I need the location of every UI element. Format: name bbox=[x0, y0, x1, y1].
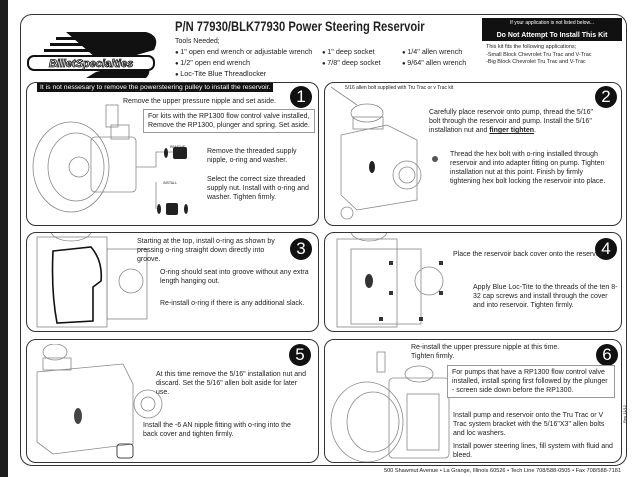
tool-item: Loc-Tite Blue Threadlocker bbox=[175, 69, 266, 78]
reservoir-nipple-illustration bbox=[36, 344, 163, 459]
step-number-badge: 3 bbox=[290, 238, 312, 260]
step-5-panel: 5 At this time remove the 5/16" installa… bbox=[26, 339, 319, 463]
step-3-text: Re-install o-ring if there is any additi… bbox=[160, 300, 305, 307]
tools-needed-label: Tools Needed; bbox=[175, 38, 220, 45]
tool-item: 1" open end wrench or adjustable wrench bbox=[175, 47, 312, 56]
fits-applications: This kit fits the following applications… bbox=[486, 44, 626, 66]
finger-tighten-emphasis: finger tighten bbox=[489, 127, 535, 134]
step-3-text: O-ring should seat into groove without a… bbox=[160, 269, 309, 285]
left-edge-bar bbox=[0, 0, 8, 477]
step-1-panel: It is not nessesary to remove the powers… bbox=[26, 82, 319, 226]
step-5-text: At this time remove the 5/16" installati… bbox=[156, 371, 306, 396]
oring-illustration bbox=[36, 233, 148, 328]
reservoir-illustration bbox=[330, 86, 438, 220]
step-6-text: Install pump and reservoir onto the Tru … bbox=[453, 412, 605, 437]
install-label: INSTALL bbox=[163, 181, 177, 185]
step-number-badge: 5 bbox=[289, 344, 311, 366]
footer-contact: 500 Shawmut Avenue • La Grange, Illinois… bbox=[383, 468, 621, 474]
instruction-sheet-border bbox=[20, 14, 627, 466]
step-4-text: Place the reservoir back cover onto the … bbox=[453, 251, 606, 258]
step-number-badge: 4 bbox=[595, 238, 617, 260]
step-number-badge: 2 bbox=[595, 86, 617, 108]
step-6-panel: 6 Re-install the upper pressure nipple a… bbox=[324, 339, 622, 463]
step-1-banner: It is not nessesary to remove the powers… bbox=[37, 83, 274, 92]
fits-item: -Big Block Chevrolet Tru Trac and V-Trac bbox=[486, 59, 586, 65]
step-4-text: Apply Blue Loc-Tite to the threads of th… bbox=[473, 284, 618, 309]
svg-text:BilletSpecialties: BilletSpecialties bbox=[49, 58, 133, 70]
step-2-panel: 2 5/16 allen bolt supplied with Tru Trac… bbox=[324, 82, 622, 226]
step-1-rp1300-note: For kits with the RP1300 flow control va… bbox=[143, 109, 315, 133]
step-3-text: Starting at the top, install o-ring as s… bbox=[137, 238, 275, 263]
step-6-text: Re-install the upper pressure nipple at … bbox=[411, 344, 560, 360]
tool-item: 7/8" deep socket bbox=[322, 58, 380, 67]
step-number-badge: 6 bbox=[596, 344, 618, 366]
pump-illustration bbox=[32, 104, 188, 215]
revision-label: Rev 11/12 bbox=[622, 405, 627, 423]
tool-item: 1" deep socket bbox=[322, 47, 374, 56]
step-4-panel: 4 Place the reservoir back cover onto th… bbox=[324, 232, 622, 332]
step-1-text: Remove the threaded supply nipple, o-rin… bbox=[207, 148, 297, 164]
step-5-text: Install the -6 AN nipple fitting with o-… bbox=[143, 422, 291, 438]
step-6-rp1300-note: For pumps that have a RP1300 flow contro… bbox=[447, 365, 615, 398]
warning-small-text: If your application is not listed below.… bbox=[510, 20, 594, 26]
remove-label: REMOVE bbox=[170, 145, 186, 149]
step-2-bolt-note: 5/16 allen bolt supplied with Tru Trac o… bbox=[345, 85, 454, 91]
pump-reservoir-assembly-illustration bbox=[330, 351, 450, 462]
billet-specialties-logo: BilletSpecialties bbox=[27, 32, 157, 78]
warning-box: If your application is not listed below.… bbox=[482, 18, 622, 30]
tool-item: 1/2" open end wrench bbox=[175, 58, 250, 67]
tool-item: 9/64" allen wrench bbox=[402, 58, 466, 67]
tool-item: 1/4" allen wrench bbox=[402, 47, 462, 56]
warning-bold-text: Do Not Attempt To Install This Kit bbox=[482, 30, 622, 41]
fits-item: -Small Block Chevrolet Tru Trac and V-Tr… bbox=[486, 52, 592, 58]
step-3-panel: 3 Starting at the top, install o-ring as… bbox=[26, 232, 319, 332]
page-title: P/N 77930/BLK77930 Power Steering Reserv… bbox=[175, 18, 425, 34]
step-6-text: Install power steering lines, fill syste… bbox=[453, 443, 613, 459]
step-2-text: Thread the hex bolt with o-ring installe… bbox=[450, 151, 606, 185]
step-2-text: Carefully place reservoir onto pump, thr… bbox=[429, 109, 593, 134]
fits-label: This kit fits the following applications… bbox=[486, 44, 577, 50]
step-1-text: Remove the upper pressure nipple and set… bbox=[123, 98, 276, 105]
back-cover-illustration bbox=[336, 233, 444, 328]
step-number-badge: 1 bbox=[290, 86, 312, 108]
step-1-text: Select the correct size threaded supply … bbox=[207, 176, 309, 201]
